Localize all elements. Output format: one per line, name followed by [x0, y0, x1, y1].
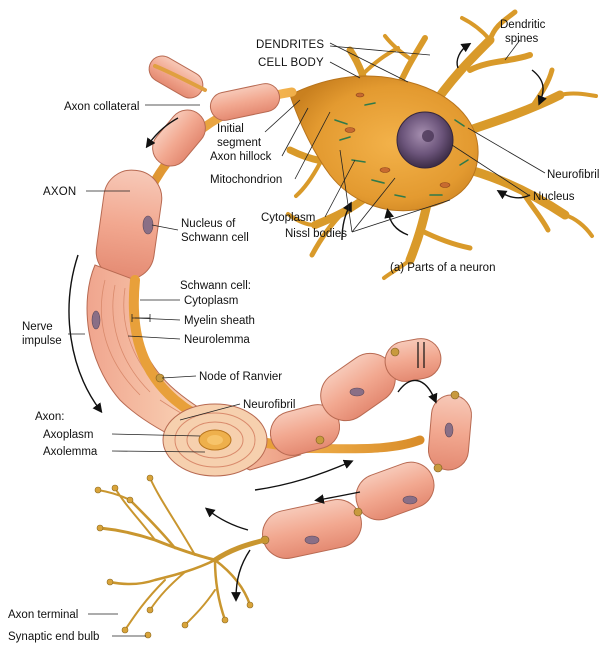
- label-neurofibril-top: Neurofibril: [547, 169, 599, 181]
- label-axon-collateral: Axon collateral: [64, 101, 139, 113]
- schwann-segment-left: [95, 169, 163, 281]
- label-nucleus-of-schwann-1: Nucleus of: [181, 218, 236, 230]
- label-nucleus-of-schwann-2: Schwann cell: [181, 232, 249, 244]
- mitochondria: [344, 92, 451, 188]
- label-axon-hillock: Axon hillock: [210, 151, 272, 163]
- label-synaptic-end-bulb: Synaptic end bulb: [8, 631, 99, 643]
- myelin-bracket: [131, 314, 151, 322]
- label-cytoplasm: Cytoplasm: [261, 212, 315, 224]
- label-dendrites: DENDRITES: [256, 39, 324, 51]
- label-initial-segment-1: Initial: [217, 123, 244, 135]
- label-neurolemma: Neurolemma: [184, 334, 250, 346]
- nissl-bodies: [334, 102, 469, 198]
- label-axon-terminal: Axon terminal: [8, 609, 78, 621]
- label-dendritic-spines-1: Dendritic: [500, 19, 546, 31]
- label-dendritic-spines-2: spines: [505, 33, 538, 45]
- axon-terminal-branches: [94, 474, 268, 639]
- label-nerve-impulse-1: Nerve: [22, 321, 53, 333]
- labels: DENDRITES Dendritic spines CELL BODY Axo…: [8, 19, 599, 643]
- label-schwann-cell: Schwann cell:: [180, 280, 251, 292]
- myelin-segments-lower: [260, 338, 472, 559]
- label-neurofibril-bottom: Neurofibril: [243, 399, 295, 411]
- label-myelin-sheath: Myelin sheath: [184, 315, 255, 327]
- label-nucleus: Nucleus: [533, 191, 575, 203]
- label-node-of-ranvier: Node of Ranvier: [199, 371, 282, 383]
- axon-collateral: [153, 64, 207, 92]
- label-nerve-impulse-2: impulse: [22, 335, 62, 347]
- label-initial-segment-2: segment: [217, 137, 262, 149]
- label-cell-body: CELL BODY: [258, 57, 324, 69]
- label-caption: (a) Parts of a neuron: [390, 262, 495, 274]
- label-axoplasm: Axoplasm: [43, 429, 94, 441]
- cell-body: [289, 75, 479, 212]
- label-axolemma: Axolemma: [43, 446, 98, 458]
- label-schwann-cytoplasm: Cytoplasm: [184, 295, 238, 307]
- label-mitochondrion: Mitochondrion: [210, 174, 282, 186]
- label-nissl-bodies: Nissl bodies: [285, 228, 347, 240]
- label-axon: AXON: [43, 186, 76, 198]
- leader-lines: [68, 39, 546, 637]
- label-axon-heading: Axon:: [35, 411, 64, 423]
